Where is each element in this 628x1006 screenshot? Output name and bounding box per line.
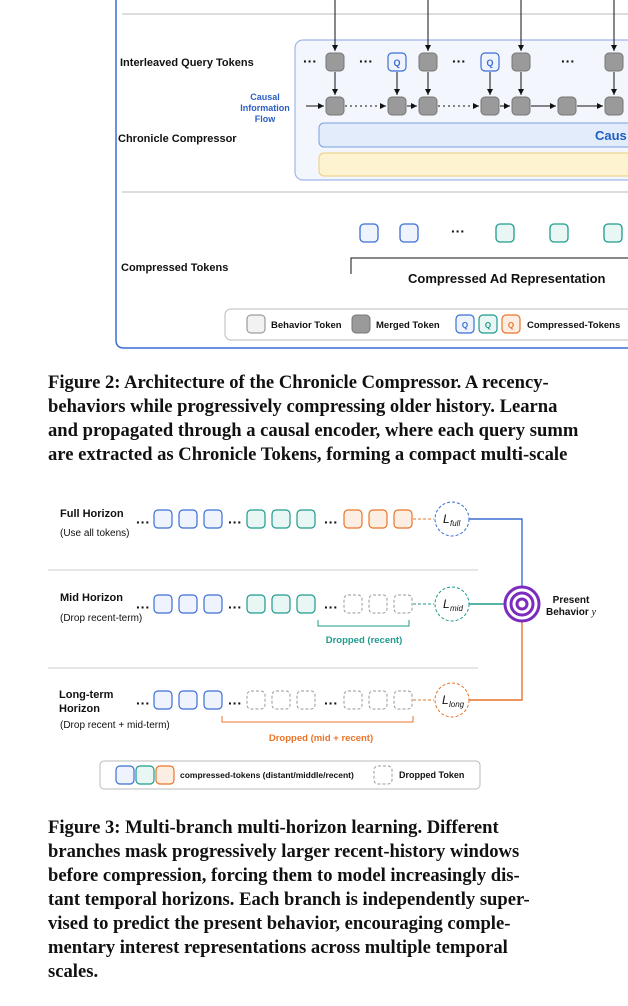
svg-text:Behavior Token: Behavior Token [271,320,342,331]
q-glyph: Q [393,58,400,68]
caption-line: Figure 2: Architecture of the Chronicle … [48,372,549,393]
svg-text:Dropped (mid + recent): Dropped (mid + recent) [269,733,373,744]
figure-2: Q Q ··· ··· ··· ··· [0,0,628,350]
long-connector [469,621,523,701]
full-connector [469,518,523,588]
svg-text:Q: Q [508,321,514,330]
svg-text:mid: mid [450,604,463,613]
long-horizon-title: Long-term [59,689,114,701]
mid-horizon-title: Mid Horizon [60,592,123,604]
merged-token [511,52,531,72]
svg-text:L: L [443,597,450,611]
ellipsis: ··· [303,53,317,69]
caption-line: Figure 3: Multi-branch multi-horizon lea… [48,817,499,838]
svg-text:full: full [450,519,460,528]
ellipsis: ··· [452,53,466,69]
fig2-legend-box [224,308,628,341]
ellipsis: ··· [451,223,465,239]
svg-text:Compressed-Tokens: Compressed-Tokens [527,320,620,331]
causal-encoder-bar [318,122,628,148]
long-horizon-note: (Drop recent + mid-term) [60,720,170,731]
merged-token [325,52,345,72]
yellow-bar [318,152,628,177]
caption-line: branches mask progressively larger recen… [48,841,520,862]
query-tokens-label: Interleaved Query Tokens [120,57,254,69]
caption-line: and propagated through a causal encoder,… [48,420,579,441]
svg-text:Dropped Token: Dropped Token [399,770,464,780]
merged-token [418,52,438,72]
svg-text:L: L [442,693,449,707]
q-glyph: Q [486,58,493,68]
svg-text:Merged Token: Merged Token [376,320,440,331]
mid-horizon-tokens: ··· ··· ··· L mid Dropped (recent) [136,586,470,646]
svg-text:long: long [449,700,465,709]
dropped-mid-recent-bracket [221,716,414,723]
svg-text:···: ··· [324,514,338,530]
svg-text:···: ··· [136,514,150,530]
query-token [480,52,500,72]
full-horizon-tokens: ··· ··· ··· L full [136,501,470,537]
caption-line: behaviors while progressively compressin… [48,396,558,417]
svg-text:···: ··· [228,695,242,711]
long-horizon-title-2: Horizon [59,703,100,715]
caption-line: tant temporal horizons. Each branch is i… [48,889,530,910]
svg-text:Q: Q [485,321,491,330]
svg-text:L: L [443,512,450,526]
causal-tokens [325,96,624,116]
causal-flow-label: Causal Information Flow [240,92,290,124]
compressed-token-row: ··· [359,223,623,243]
figure-3: ··· ··· ··· L full ··· ··· [0,490,628,800]
svg-text:···: ··· [324,695,338,711]
outer-frame [115,0,628,349]
svg-text:Q: Q [462,321,468,330]
representation-label: Compressed Ad Representation [408,271,606,286]
query-token-row: Q Q ··· ··· ··· ··· [303,52,624,72]
encoder-label: Caus [595,128,627,143]
figure-3-diagram: ··· ··· ··· L full ··· ··· [48,501,541,790]
caption-line: mentary interest representations across … [48,937,508,958]
ellipsis: ··· [359,53,373,69]
mid-horizon-note: (Drop recent-term) [60,613,143,624]
full-horizon-note: (Use all tokens) [60,528,130,539]
caption-line: scales. [48,961,99,982]
representation-bracket [350,257,628,274]
long-horizon-tokens: ··· ··· ··· L long Dropped (mid + recent… [136,682,470,744]
svg-text:···: ··· [228,514,242,530]
full-horizon-title: Full Horizon [60,508,124,520]
figure-2-diagram: Q Q ··· ··· ··· ··· [115,0,628,349]
present-behavior-label: Present Behavior y [545,595,597,618]
caption-line: are extracted as Chronicle Tokens, formi… [48,444,568,465]
dropped-recent-bracket [317,620,410,627]
svg-text:compressed-tokens (distant/mid: compressed-tokens (distant/middle/recent… [180,770,354,780]
compressed-tokens-label: Compressed Tokens [121,262,229,274]
svg-text:···: ··· [228,599,242,615]
caption-line: vised to predict the present behavior, e… [48,913,511,934]
query-token [387,52,407,72]
svg-text:···: ··· [136,695,150,711]
caption-line: before compression, forcing them to mode… [48,865,520,886]
svg-text:Dropped (recent): Dropped (recent) [326,635,403,646]
target-icon [503,585,541,623]
svg-text:···: ··· [136,599,150,615]
svg-text:···: ··· [324,599,338,615]
compressor-label: Chronicle Compressor [118,133,237,145]
input-arrows [332,0,617,95]
ellipsis: ··· [561,53,575,69]
merged-token [604,52,624,72]
